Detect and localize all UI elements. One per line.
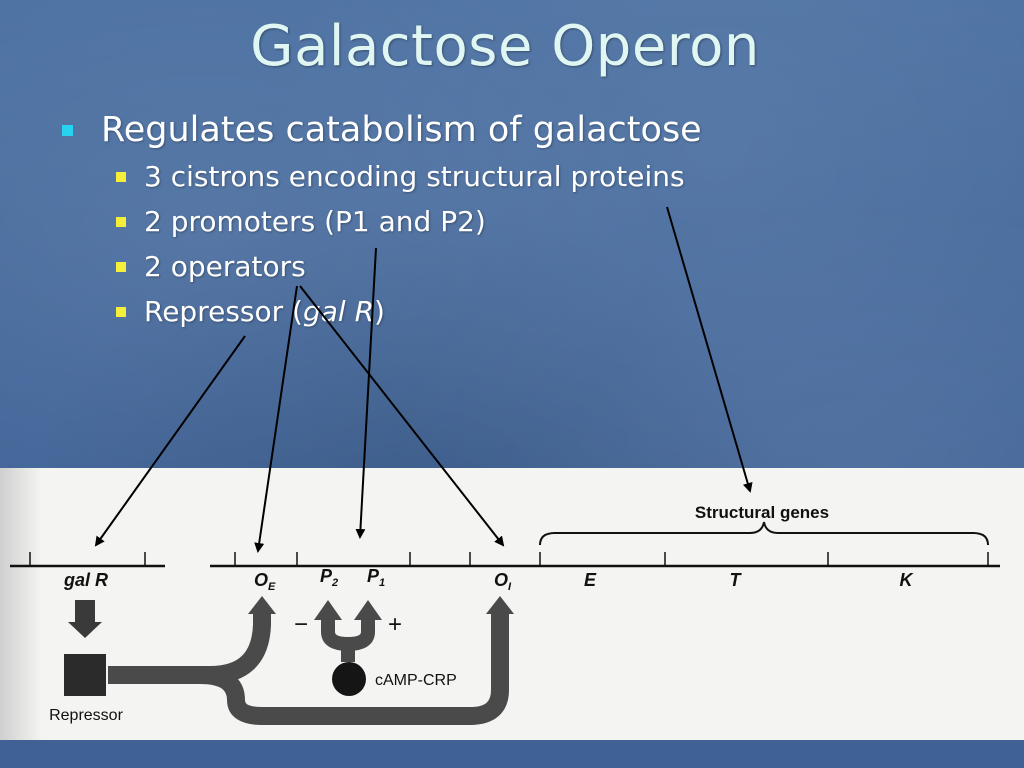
sub-bullet-text: Repressor (gal R) — [144, 295, 385, 328]
gene-t-label: T — [730, 570, 743, 590]
main-bullet-text: Regulates catabolism of galactose — [101, 110, 702, 150]
repressor-path-lower — [199, 612, 509, 725]
gal-r-label: gal R — [63, 570, 108, 590]
oi-up-arrow-icon — [486, 596, 514, 614]
plus-sign: + — [388, 611, 402, 638]
p1-up-arrow-icon — [354, 600, 382, 620]
repressor-suffix: ) — [374, 295, 385, 328]
p1-label: P1 — [367, 566, 385, 589]
callout-arrows — [94, 206, 753, 553]
sub-bullet-text: 2 promoters (P1 and P2) — [144, 205, 486, 238]
arrow-repressor-to-galr — [94, 335, 246, 547]
sub-bullet-text: 2 operators — [144, 250, 306, 283]
oe-label: OE — [254, 570, 276, 593]
square-bullet-icon — [62, 124, 73, 136]
minus-sign: − — [294, 611, 308, 638]
p2-up-arrow-icon — [314, 600, 342, 620]
repressor-path-band — [108, 612, 271, 684]
repressor-gene-name: gal R — [302, 295, 375, 328]
sub-bullet-cistrons: 3 cistrons encoding structural proteins — [116, 160, 685, 193]
square-bullet-icon — [116, 261, 126, 272]
oi-label: OI — [494, 570, 512, 593]
scan-shadow — [0, 468, 42, 740]
gene-e-label: E — [584, 570, 597, 590]
camp-fork-path — [321, 618, 375, 652]
operon-figure-panel — [0, 468, 1024, 740]
square-bullet-icon — [116, 216, 126, 227]
structural-genes-brace — [539, 521, 989, 546]
repressor-label: Repressor — [49, 707, 123, 724]
bottom-band — [0, 740, 1024, 768]
camp-crp-label: cAMP-CRP — [375, 672, 457, 689]
arrow-cistrons-to-structural — [666, 206, 753, 493]
sub-bullet-promoters: 2 promoters (P1 and P2) — [116, 205, 486, 238]
sub-bullet-text: 3 cistrons encoding structural proteins — [144, 160, 685, 193]
arrow-operators-to-oi — [299, 285, 505, 547]
camp-crp-circle-icon — [332, 662, 366, 696]
square-bullet-icon — [116, 171, 126, 182]
main-bullet: Regulates catabolism of galactose — [62, 110, 702, 150]
galr-down-arrow-icon — [68, 600, 102, 638]
repressor-square-icon — [64, 654, 106, 696]
sub-bullet-operators: 2 operators — [116, 250, 306, 283]
square-bullet-icon — [116, 306, 126, 317]
oe-up-arrow-icon — [248, 596, 276, 614]
sub-bullet-repressor: Repressor (gal R) — [116, 295, 385, 328]
dna-ticks — [29, 552, 989, 566]
repressor-prefix: Repressor ( — [144, 295, 303, 328]
gene-k-label: K — [900, 570, 915, 590]
arrow-operators-to-oe — [254, 285, 298, 553]
arrow-promoters-to-p — [355, 247, 377, 539]
structural-genes-label: Structural genes — [695, 503, 829, 522]
p2-label: P2 — [320, 566, 338, 589]
slide-title: Galactose Operon — [250, 14, 760, 79]
